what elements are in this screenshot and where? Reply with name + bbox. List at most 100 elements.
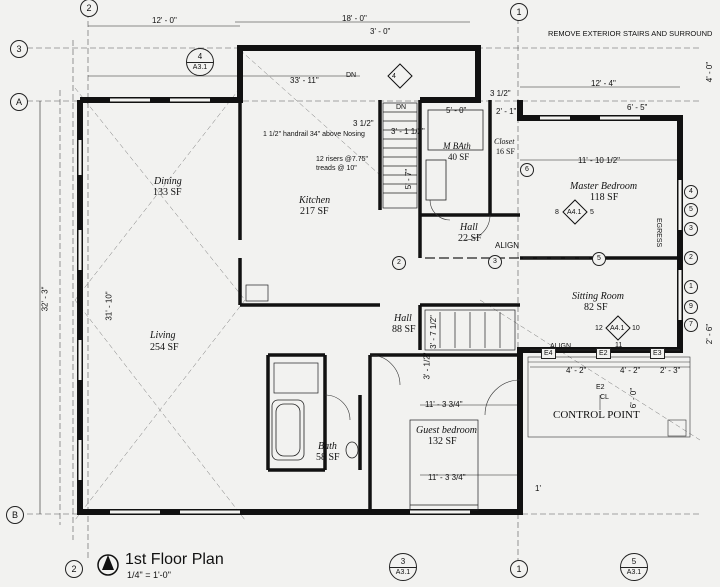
dim-hall-1: 3' - 7 1/2" <box>428 315 438 349</box>
room-sitting-area: 82 SF <box>584 302 608 313</box>
dim-closet: 2' - 1" <box>496 107 517 116</box>
dim-sitting-3: 2' - 3" <box>660 366 681 375</box>
dim-right-2: 2' - 6" <box>705 323 715 345</box>
room-bath-name: Bath <box>318 441 337 452</box>
window-tag-1: 1 <box>684 280 698 294</box>
master-west-tag: 8 <box>555 209 559 216</box>
plan-title: 1st Floor Plan <box>125 551 224 568</box>
dim-sitting-2: 4' - 2" <box>620 366 641 375</box>
room-dining-area: 133 SF <box>153 187 182 198</box>
elevation-tag-master: A4.1 <box>567 209 582 216</box>
windows <box>78 98 682 514</box>
dim-stair-1: 3 1/2" <box>353 119 374 128</box>
dim-stair-2: 3' - 1 1/2" <box>391 127 425 136</box>
elevation-marker-e4: E4 <box>541 348 556 359</box>
window-tag-3: 3 <box>684 222 698 236</box>
elevation-marker-e2: E2 <box>596 348 611 359</box>
dim-guest-width-1: 11' - 3 3/4" <box>425 400 463 409</box>
room-kitchen-area: 217 SF <box>300 206 329 217</box>
dim-left-total: 32' - 3" <box>40 286 50 312</box>
window-tag-2: 2 <box>684 251 698 265</box>
egress-label: EGRESS <box>655 218 662 248</box>
room-mbath-name: M BAth <box>443 141 471 151</box>
door-tag-3: 3 <box>488 255 502 269</box>
dim-top-3: 3' - 0" <box>370 27 391 36</box>
dim-cl: 6' - 0" <box>629 387 639 409</box>
room-hall-upper-area: 22 SF <box>458 233 482 244</box>
dim-stair-3: 5' - 7" <box>404 168 414 190</box>
room-hall-upper-name: Hall <box>460 222 478 233</box>
window-tag-5: 5 <box>684 203 698 217</box>
dimension-lines <box>39 21 690 514</box>
stair-risers-note: 12 risers @7.75" <box>316 156 369 163</box>
door-tag-5: 5 <box>592 252 606 266</box>
grid-bubble-2-bottom: 2 <box>65 560 83 578</box>
window-tag-4: 4 <box>684 185 698 199</box>
room-hall-lower-area: 88 SF <box>392 324 416 335</box>
align-label-1: ALIGN <box>495 241 520 250</box>
align-label-2: ALIGN <box>550 343 572 350</box>
room-master-bedroom-area: 118 SF <box>590 192 619 203</box>
room-sitting-name: Sitting Room <box>572 291 624 302</box>
room-dining-name: Dining <box>154 176 182 187</box>
exterior-walls <box>77 45 683 515</box>
grid-lines <box>18 12 700 560</box>
grid-bubble-1-top: 1 <box>510 3 528 21</box>
room-bath-area: 58 SF <box>316 452 340 463</box>
room-living-area: 254 SF <box>150 342 179 353</box>
stair-dn-label-2: DN <box>396 104 407 111</box>
door-tag-6: 6 <box>520 163 534 177</box>
dim-right-1: 4' - 0" <box>705 61 715 83</box>
north-arrow-icon <box>97 554 119 576</box>
plan-scale: 1/4" = 1'-0" <box>127 570 171 580</box>
remove-stairs-note: REMOVE EXTERIOR STAIRS AND SURROUND <box>548 29 713 38</box>
room-guest-bedroom-area: 132 SF <box>428 436 457 447</box>
stairs <box>382 102 516 351</box>
dim-left-living: 31' - 10" <box>104 291 114 321</box>
dim-top-5: 12' - 4" <box>591 79 616 88</box>
stair-treads-note: treads @ 10" <box>316 165 357 172</box>
master-east-tag: 5 <box>590 209 594 216</box>
room-mbath-area: 40 SF <box>448 152 470 162</box>
grid-bubble-1-bottom: 1 <box>510 560 528 578</box>
elevation-diamonds <box>387 63 631 341</box>
dim-bottom-1: 1' <box>535 484 541 493</box>
guest-bed <box>409 419 479 511</box>
room-closet-area: 16 SF <box>496 147 515 156</box>
dim-top-6: 6' - 5" <box>627 103 648 112</box>
control-point-label: CONTROL POINT <box>553 409 640 421</box>
centerline-tag: CL <box>600 394 609 401</box>
roof-lines <box>74 49 701 521</box>
grid-bubble-B: B <box>6 506 24 524</box>
control-point-e2: E2 <box>596 384 605 391</box>
sitting-east-tag: 10 <box>632 325 640 332</box>
door-swings <box>324 199 521 421</box>
grid-bubble-3: 3 <box>10 40 28 58</box>
interior-walls <box>238 100 680 512</box>
sitting-west-tag: 12 <box>595 325 603 332</box>
room-closet-name: Closet <box>494 137 515 146</box>
stair-dn-label-1: DN <box>346 72 357 79</box>
dim-top-2: 18' - 0" <box>342 14 367 23</box>
room-kitchen-name: Kitchen <box>299 195 331 206</box>
elevation-marker-e3: E3 <box>650 348 665 359</box>
elevation-tag-sitting: A4.1 <box>610 325 625 332</box>
window-tag-7: 7 <box>684 318 698 332</box>
window-tag-9: 9 <box>684 300 698 314</box>
dim-guest-width-2: 11' - 3 3/4" <box>428 473 466 482</box>
door-tag-2: 2 <box>392 256 406 270</box>
sitting-south-tag: 11 <box>615 342 623 349</box>
dim-master-width: 11' - 10 1/2" <box>578 156 621 165</box>
room-living-name: Living <box>150 330 176 341</box>
grid-bubble-A: A <box>10 93 28 111</box>
dim-top-4: 33' - 11" <box>290 76 319 85</box>
room-guest-bedroom-name: Guest bedroom <box>416 425 478 436</box>
dim-hall-2: 3' - 1/2" <box>422 352 432 380</box>
handrail-note: 1 1/2" handrail 34" above Nosing <box>263 131 365 138</box>
dim-top-1: 12' - 0" <box>152 16 177 25</box>
